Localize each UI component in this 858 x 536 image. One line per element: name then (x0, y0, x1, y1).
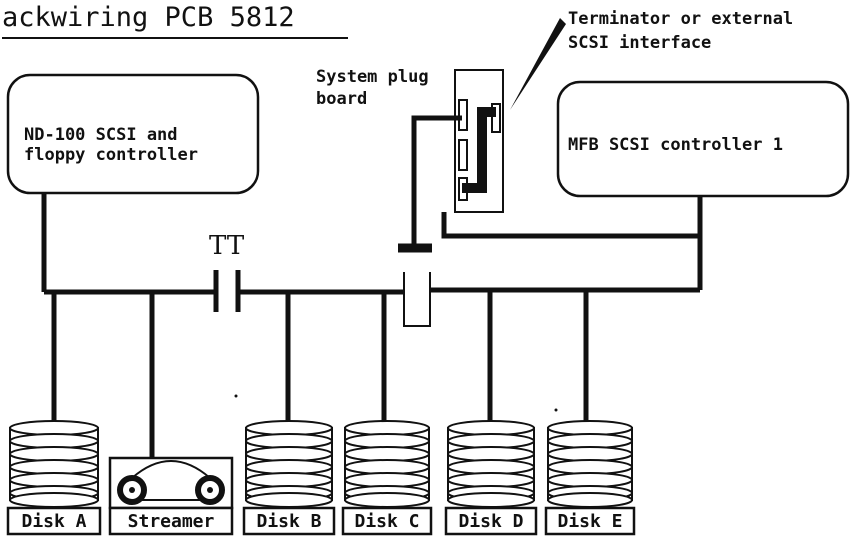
device-label: Disk B (256, 511, 321, 532)
diagram-title: ackwiring PCB 5812 (2, 2, 295, 33)
disk-device: Disk A (6, 420, 102, 536)
device-label-box (544, 506, 636, 536)
device-label: Disk A (21, 511, 86, 532)
disk-device: Disk B (242, 420, 336, 536)
device-label-box (341, 506, 433, 536)
device-label: Disk D (458, 511, 523, 532)
device-label: Streamer (128, 511, 215, 532)
device-label-box (108, 506, 234, 536)
plugboard-label-line-2: board (316, 89, 367, 109)
device-drops (51, 290, 589, 458)
callout-line-2: SCSI interface (568, 33, 711, 53)
device-label: Disk E (557, 511, 622, 532)
device-label-box (242, 506, 336, 536)
streamer-device: Streamer (108, 456, 234, 536)
nd100-controller-label-1: ND-100 SCSI and (24, 125, 178, 145)
mfb-controller-box (556, 80, 850, 198)
device-row: Disk A Streamer Disk B Disk C Disk D Disk E (6, 420, 636, 536)
callout-pointer (510, 18, 566, 110)
device-label-box (6, 506, 102, 536)
disk-device: Disk D (444, 420, 538, 536)
nd100-controller-label-2: floppy controller (24, 145, 198, 165)
plugboard-label-line-1: System plug (316, 67, 429, 87)
disk-device: Disk C (341, 420, 433, 536)
tt-label: TT (209, 231, 245, 261)
mfb-controller-label: MFB SCSI controller 1 (568, 135, 783, 155)
nd100-controller-box (6, 73, 260, 195)
system-plug-board (454, 69, 504, 213)
callout-line-1: Terminator or external (568, 9, 793, 29)
device-label-box (444, 506, 538, 536)
disk-device: Disk E (544, 420, 636, 536)
device-label: Disk C (354, 511, 419, 532)
scsi-wiring (41, 115, 703, 327)
stray-dot (234, 394, 238, 398)
stray-dot (554, 408, 558, 412)
tt-terminator: TT (209, 231, 245, 312)
